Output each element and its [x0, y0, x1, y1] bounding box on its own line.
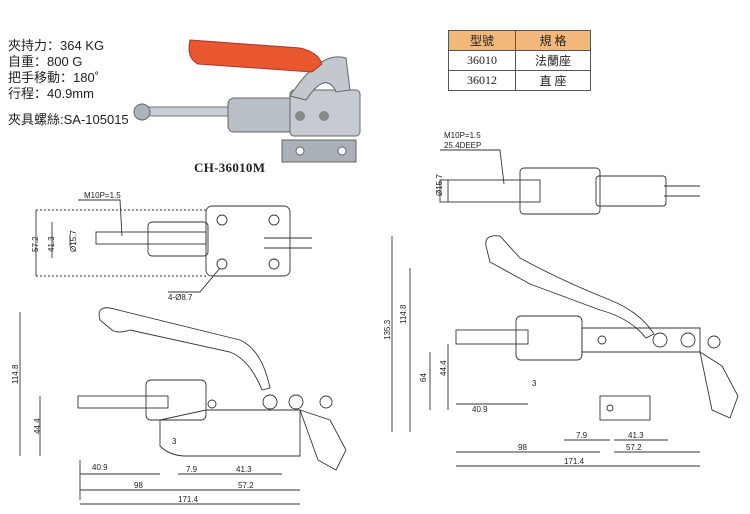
product-model-label: CH-36010M [194, 160, 266, 175]
table-header-spec: 規 格 [515, 30, 591, 51]
right-dim-135-3: 135.3 [383, 319, 392, 340]
table-row: 36012 直 座 [448, 70, 591, 91]
left-dim-15-7: Ø15.7 [69, 230, 78, 252]
spec-holding-capacity: 夾持力：364 KG [8, 38, 105, 53]
left-top-view [35, 199, 312, 293]
right-dim-41-3: 41.3 [628, 431, 644, 440]
spec-weight: 自重：800 G [8, 54, 83, 69]
product-photo [133, 39, 361, 163]
right-dim-171-4: 171.4 [564, 457, 585, 466]
specs-block: 夾持力：364 KG 自重：800 G 把手移動：180˚ 行程：40.9mm … [8, 38, 129, 128]
right-top-view [439, 149, 700, 215]
left-dim-40-9: 40.9 [92, 463, 108, 472]
left-dim-3: 3 [172, 437, 177, 446]
right-dim-7-9: 7.9 [576, 431, 588, 440]
right-side-view [391, 235, 739, 467]
left-side-view [19, 307, 347, 505]
left-dim-7-9: 7.9 [186, 465, 198, 474]
left-dim-114-8: 114.8 [11, 364, 20, 384]
right-dim-64: 64 [419, 373, 428, 382]
right-dim-15-7: Ø15.7 [435, 174, 444, 196]
left-dim-41-3b: 41.3 [236, 465, 252, 474]
table-cell-model: 36012 [448, 70, 516, 91]
left-dim-57-2: 57.2 [31, 236, 40, 252]
left-dim-41-3: 41.3 [47, 236, 56, 252]
left-dim-44-4: 44.4 [33, 418, 42, 434]
left-thread-note: M10P=1.5 [84, 191, 121, 200]
right-deep-note: 25.4DEEP [444, 141, 481, 150]
spec-handle-travel: 把手移動：180˚ [8, 70, 100, 85]
model-spec-table: 型號 規 格 36010 法蘭座 36012 直 座 [448, 30, 591, 91]
left-hole-note: 4-Ø8.7 [168, 293, 193, 302]
handle-grip [188, 39, 323, 73]
table-cell-spec: 法蘭座 [515, 50, 591, 71]
right-thread-note: M10P=1.5 [444, 131, 481, 140]
right-dim-98: 98 [518, 443, 527, 452]
right-dim-114-8: 114.8 [399, 304, 408, 324]
spec-stroke: 行程：40.9mm [8, 86, 94, 101]
right-dim-57-2: 57.2 [626, 443, 642, 452]
table-cell-model: 36010 [448, 50, 516, 71]
left-dim-57-2b: 57.2 [238, 481, 254, 490]
right-dim-3: 3 [532, 379, 537, 388]
right-dim-44-4: 44.4 [439, 360, 448, 376]
table-row: 36010 法蘭座 [448, 50, 591, 71]
spec-clamp-screw: 夾具螺絲:SA-105015 [8, 112, 129, 127]
left-dim-171-4: 171.4 [178, 495, 199, 504]
table-header-model: 型號 [448, 30, 516, 51]
table-cell-spec: 直 座 [515, 70, 591, 91]
left-dim-98: 98 [134, 481, 143, 490]
right-dim-40-9: 40.9 [472, 405, 488, 414]
